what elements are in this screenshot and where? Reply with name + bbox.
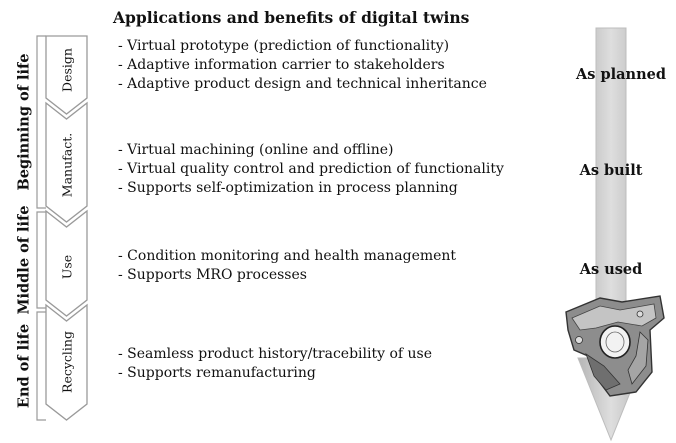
chevron-recycling [45,303,88,421]
list-item: - Seamless product history/tracebility o… [118,346,433,362]
list-item: - Supports remanufacturing [118,365,316,381]
list-item: - Adaptive information carrier to stakeh… [118,57,445,73]
phase-label-middle: Middle of life [15,205,33,315]
list-item: - Adaptive product design and technical … [118,76,487,92]
phase-label-beginning: Beginning of life [15,53,33,191]
phase-bracket-end [36,311,46,421]
list-item: - Supports MRO processes [118,267,307,283]
list-item: - Virtual prototype (prediction of funct… [118,38,450,54]
chevron-manufact [45,101,88,223]
chevron-design [45,35,88,115]
list-item: - Condition monitoring and health manage… [118,248,457,264]
list-item: - Supports self-optimization in process … [118,180,458,196]
manufact-benefits-list: - Virtual machining (online and offline)… [118,141,504,198]
diagram-title: Applications and benefits of digital twi… [113,8,470,27]
product-part-image [565,295,665,397]
phase-label-end: End of life [15,323,33,409]
stage-label-design: Design [59,48,74,92]
state-label-as-built: As built [579,162,643,179]
stage-label-manufact: Manufact. [59,132,74,198]
list-item: - Virtual machining (online and offline) [118,142,394,158]
chevron-use [45,209,88,317]
use-benefits-list: - Condition monitoring and health manage… [118,247,456,285]
phase-bracket-beginning [36,35,46,209]
stage-label-recycling: Recycling [59,331,74,393]
stage-label-use: Use [59,254,74,280]
design-benefits-list: - Virtual prototype (prediction of funct… [118,37,487,94]
phase-bracket-middle [36,211,46,309]
state-label-as-used: As used [579,261,643,278]
state-label-as-planned: As planned [576,66,666,83]
recycling-benefits-list: - Seamless product history/tracebility o… [118,345,432,383]
list-item: - Virtual quality control and prediction… [118,161,504,177]
